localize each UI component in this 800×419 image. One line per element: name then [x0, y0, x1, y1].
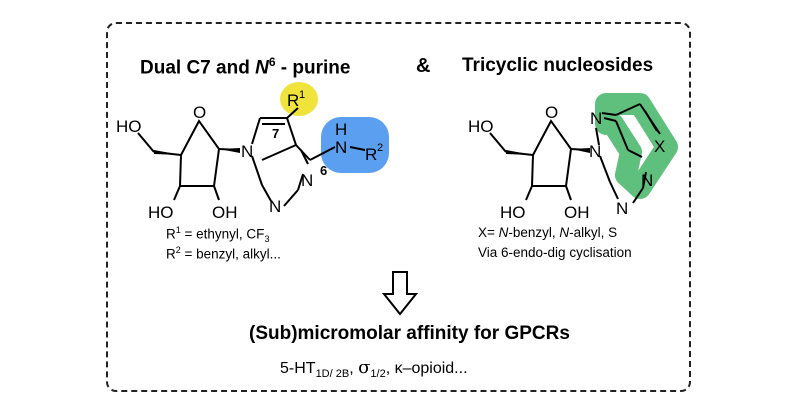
- open-down-arrow-icon: [381, 271, 419, 316]
- left-r2-sup: 2: [377, 142, 383, 154]
- left-nh-n: N: [335, 138, 347, 157]
- left-r1-sup: 1: [299, 89, 305, 101]
- left-pos7: 7: [272, 126, 279, 141]
- right-caption-line1: X= N-benzyl, N-alkyl, S: [478, 225, 618, 240]
- right-x-label: X: [654, 137, 665, 156]
- ampersand: &: [416, 55, 431, 77]
- left-r1: R: [287, 91, 299, 110]
- right-title: Tricyclic nucleosides: [462, 55, 654, 76]
- left-caption-line1: R1 = ethynyl, CF3: [166, 225, 270, 245]
- right-wedge-2: [571, 148, 590, 153]
- right-oh-bottom: OH: [564, 203, 590, 222]
- right-bonds: [489, 103, 661, 204]
- receptor-list: 5-HT1D/ 2B, σ1/2, κ–opioid...: [280, 357, 468, 381]
- right-ring-o: O: [545, 103, 558, 122]
- left-bonds: [137, 107, 366, 207]
- left-title: Dual C7 and N6 - purine: [140, 55, 351, 79]
- r1-highlight: [280, 82, 318, 116]
- left-n9: N: [241, 142, 253, 161]
- right-n-top: N: [590, 109, 602, 128]
- left-wedge-2: [219, 148, 240, 153]
- left-n3: N: [269, 197, 281, 216]
- right-n-side: N: [641, 171, 653, 190]
- right-n-glyco: N: [589, 142, 601, 161]
- left-pos6: 6: [320, 163, 327, 178]
- dashed-frame: [106, 22, 691, 392]
- right-ho-bottom: HO: [500, 203, 526, 222]
- left-highlights: [280, 82, 389, 173]
- right-n-bottom: N: [616, 199, 628, 218]
- right-wedge-1: [506, 150, 533, 155]
- left-n1: N: [301, 171, 313, 190]
- left-nh-h: H: [335, 120, 347, 139]
- left-wedge-1: [154, 150, 181, 155]
- left-r2: R: [365, 145, 377, 164]
- right-caption-line2: Via 6-endo-dig cyclisation: [478, 245, 632, 260]
- left-oh-bottom: OH: [212, 203, 238, 222]
- nhr2-highlight: [321, 117, 389, 173]
- affinity-heading: (Sub)micromolar affinity for GPCRs: [249, 323, 570, 344]
- right-ho-top: HO: [468, 117, 494, 136]
- left-caption-line2: R2 = benzyl, alkyl...: [166, 245, 281, 262]
- left-ho-top: HO: [116, 117, 142, 136]
- left-ring-o: O: [193, 103, 206, 122]
- left-ho-bottom: HO: [148, 203, 174, 222]
